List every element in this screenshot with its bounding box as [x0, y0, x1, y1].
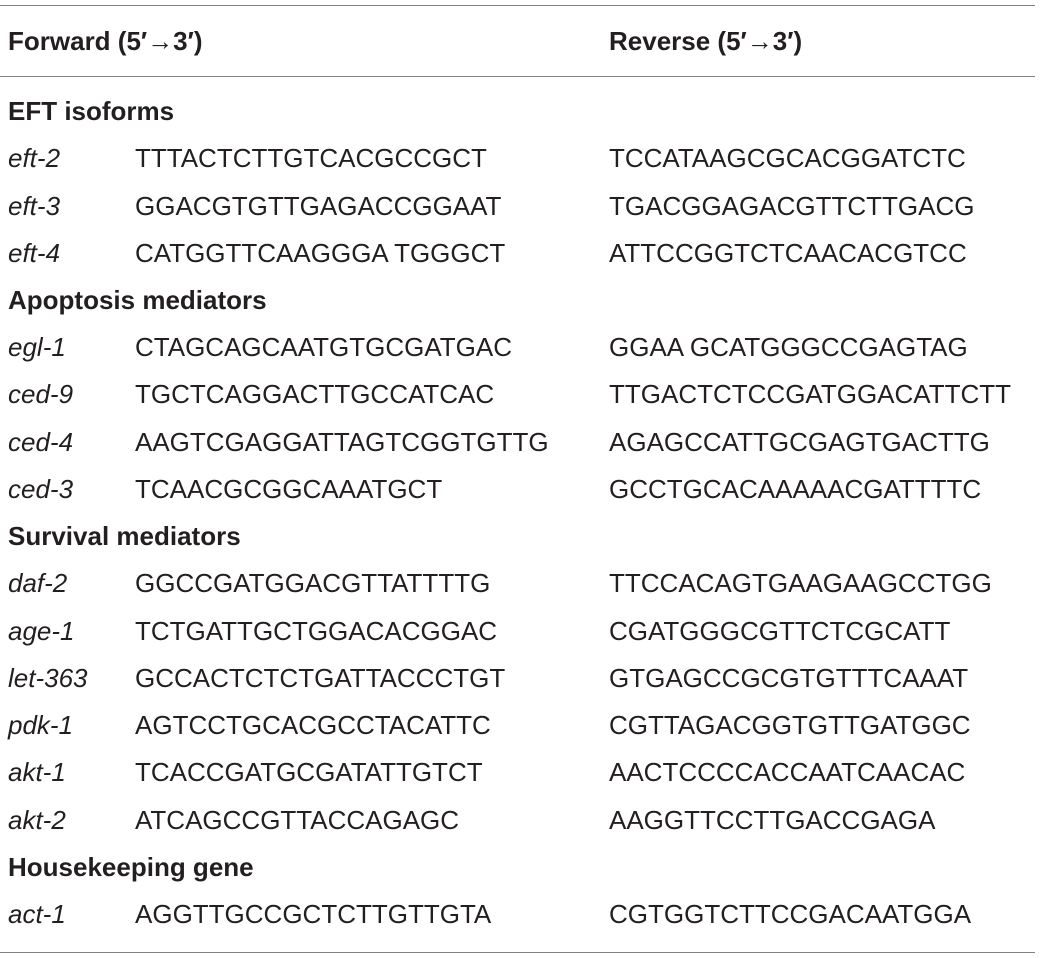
reverse-primer: GCCTGCACAAAAACGATTTTC — [609, 474, 982, 504]
gene-name: daf-2 — [8, 568, 68, 598]
forward-primer: GCCACTCTCTGATTACCCTGT — [135, 663, 506, 693]
forward-primer: ATCAGCCGTTACCAGAGC — [135, 805, 460, 835]
header-row: Forward (5′→3′) Reverse (5′→3′) — [0, 18, 1041, 65]
reverse-primer: AAGGTTCCTTGACCGAGA — [609, 805, 936, 835]
table-row: egl-1 CTAGCAGCAATGTGCGATGAC GGAA GCATGGG… — [0, 324, 1041, 371]
table-row: eft-2 TTTACTCTTGTCACGCCGCT TCCATAAGCGCAC… — [0, 135, 1041, 182]
gene-name: eft-3 — [8, 191, 61, 221]
reverse-primer: GGAA GCATGGGCCGAGTAG — [609, 332, 968, 362]
table-row: act-1 AGGTTGCCGCTCTTGTTGTA CGTGGTCTTCCGA… — [0, 891, 1041, 938]
section-row: Housekeeping gene — [0, 844, 1041, 891]
reverse-primer: CGTTAGACGGTGTTGATGGC — [609, 710, 971, 740]
forward-primer: AGGTTGCCGCTCTTGTTGTA — [135, 899, 492, 929]
table-row: akt-2 ATCAGCCGTTACCAGAGC AAGGTTCCTTGACCG… — [0, 797, 1041, 844]
table-row: akt-1 TCACCGATGCGATATTGTCT AACTCCCCACCAA… — [0, 749, 1041, 796]
table-row: age-1 TCTGATTGCTGGACACGGAC CGATGGGCGTTCT… — [0, 608, 1041, 655]
gene-name: age-1 — [8, 616, 75, 646]
forward-primer: AGTCCTGCACGCCTACATTC — [135, 710, 491, 740]
top-rule — [0, 5, 1035, 6]
forward-primer: GGACGTGTTGAGACCGGAAT — [135, 191, 502, 221]
forward-primer: CTAGCAGCAATGTGCGATGAC — [135, 332, 513, 362]
reverse-primer: TTGACTCTCCGATGGACATTCTT — [609, 379, 1011, 409]
table-row: ced-9 TGCTCAGGACTTGCCATCAC TTGACTCTCCGAT… — [0, 371, 1041, 418]
table-row: eft-3 GGACGTGTTGAGACCGGAAT TGACGGAGACGTT… — [0, 183, 1041, 230]
table-row: ced-4 AAGTCGAGGATTAGTCGGTGTTG AGAGCCATTG… — [0, 419, 1041, 466]
section-label: EFT isoforms — [8, 96, 175, 126]
section-label: Housekeeping gene — [8, 852, 254, 882]
header-forward: Forward (5′→3′) — [8, 26, 203, 56]
reverse-primer: ATTCCGGTCTCAACACGTCC — [609, 238, 967, 268]
gene-name: ced-9 — [8, 379, 74, 409]
forward-primer: TCAACGCGGCAAATGCT — [135, 474, 443, 504]
forward-primer: TCACCGATGCGATATTGTCT — [135, 757, 483, 787]
section-row: EFT isoforms — [0, 88, 1041, 135]
gene-name: akt-2 — [8, 805, 66, 835]
section-label: Apoptosis mediators — [8, 285, 267, 315]
reverse-primer: CGTGGTCTTCCGACAATGGA — [609, 899, 972, 929]
header-reverse: Reverse (5′→3′) — [609, 26, 803, 56]
gene-name: ced-3 — [8, 474, 74, 504]
section-row: Apoptosis mediators — [0, 277, 1041, 324]
reverse-primer: TGACGGAGACGTTCTTGACG — [609, 191, 975, 221]
table-row: eft-4 CATGGTTCAAGGGA TGGGCT ATTCCGGTCTCA… — [0, 230, 1041, 277]
gene-name: act-1 — [8, 899, 66, 929]
section-label: Survival mediators — [8, 521, 241, 551]
table-row: let-363 GCCACTCTCTGATTACCCTGT GTGAGCCGCG… — [0, 655, 1041, 702]
gene-name: eft-4 — [8, 238, 61, 268]
forward-primer: TCTGATTGCTGGACACGGAC — [135, 616, 498, 646]
forward-primer: CATGGTTCAAGGGA TGGGCT — [135, 238, 506, 268]
bottom-rule — [0, 952, 1035, 953]
header-rule — [0, 76, 1035, 77]
table-row: daf-2 GGCCGATGGACGTTATTTTG TTCCACAGTGAAG… — [0, 560, 1041, 607]
gene-name: eft-2 — [8, 143, 61, 173]
gene-name: pdk-1 — [8, 710, 74, 740]
forward-primer: GGCCGATGGACGTTATTTTG — [135, 568, 491, 598]
gene-name: ced-4 — [8, 427, 74, 457]
reverse-primer: TTCCACAGTGAAGAAGCCTGG — [609, 568, 992, 598]
reverse-primer: AGAGCCATTGCGAGTGACTTG — [609, 427, 990, 457]
section-row: Survival mediators — [0, 513, 1041, 560]
reverse-primer: GTGAGCCGCGTGTTTCAAAT — [609, 663, 969, 693]
gene-name: egl-1 — [8, 332, 66, 362]
reverse-primer: TCCATAAGCGCACGGATCTC — [609, 143, 966, 173]
reverse-primer: CGATGGGCGTTCTCGCATT — [609, 616, 951, 646]
table-row: ced-3 TCAACGCGGCAAATGCT GCCTGCACAAAAACGA… — [0, 466, 1041, 513]
gene-name: let-363 — [8, 663, 88, 693]
reverse-primer: AACTCCCCACCAATCAACAC — [609, 757, 966, 787]
forward-primer: TTTACTCTTGTCACGCCGCT — [135, 143, 487, 173]
forward-primer: AAGTCGAGGATTAGTCGGTGTTG — [135, 427, 549, 457]
forward-primer: TGCTCAGGACTTGCCATCAC — [135, 379, 495, 409]
gene-name: akt-1 — [8, 757, 66, 787]
table-row: pdk-1 AGTCCTGCACGCCTACATTC CGTTAGACGGTGT… — [0, 702, 1041, 749]
